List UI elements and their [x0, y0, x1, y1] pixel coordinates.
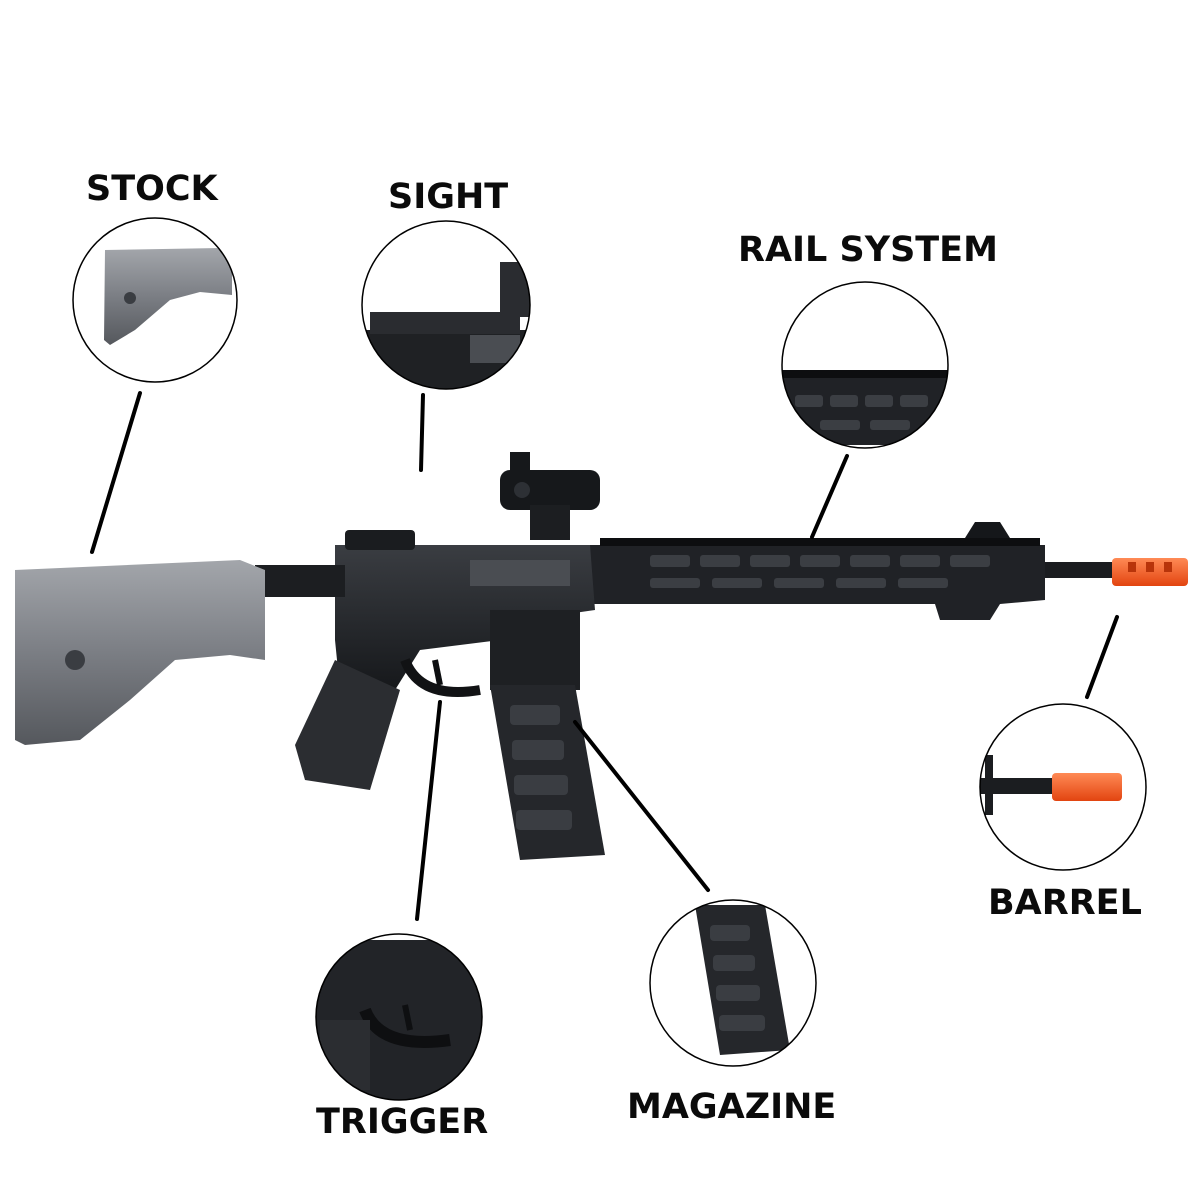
rail-system-callout: [781, 281, 949, 449]
leader-lines: [90, 391, 1119, 921]
sight-label: SIGHT: [388, 177, 509, 217]
barrel-label: BARREL: [988, 883, 1142, 923]
sight-leader-line: [419, 393, 425, 472]
stock-leader-line: [90, 391, 142, 554]
rail-system-label: RAIL SYSTEM: [738, 230, 998, 270]
magazine-callout: [649, 899, 817, 1067]
trigger-leader-line: [415, 700, 442, 921]
stock-label: STOCK: [86, 169, 218, 209]
stock-callout: [72, 217, 238, 383]
muzzle-brake: [1112, 558, 1188, 586]
rail-slots: [650, 555, 990, 588]
magazine-label: MAGAZINE: [627, 1087, 837, 1127]
red-dot-sight: [500, 452, 600, 540]
magazine-leader-line: [573, 720, 710, 892]
magazine-body: [490, 685, 605, 860]
sight-callout: [361, 220, 531, 390]
trigger-callout: [315, 933, 483, 1101]
rail-system-leader-line: [810, 454, 849, 539]
rifle-illustration: [15, 452, 1188, 860]
barrel-leader-line: [1085, 615, 1119, 699]
trigger-label: TRIGGER: [316, 1102, 489, 1142]
barrel-callout: [979, 703, 1147, 871]
